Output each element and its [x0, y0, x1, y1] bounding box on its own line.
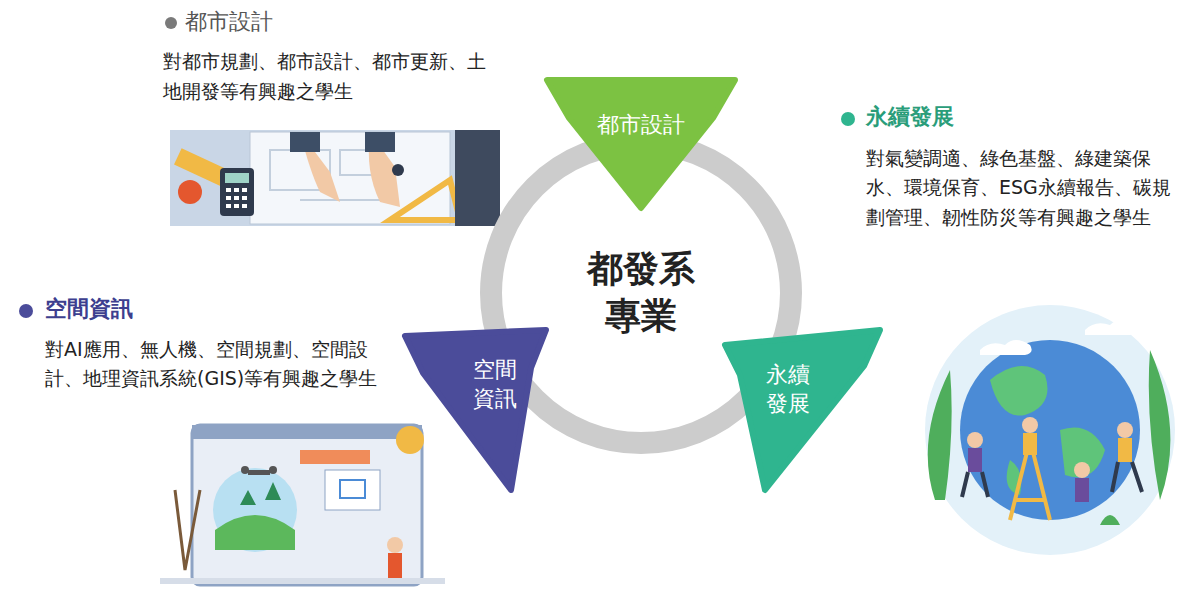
triangle-fill	[405, 330, 546, 490]
center-title: 都發系 專業	[576, 246, 706, 340]
drafting-illustration	[170, 130, 500, 226]
section-heading: 都市設計	[185, 8, 385, 37]
globe-illustration	[925, 305, 1175, 555]
bullet-dot	[19, 304, 33, 318]
section-description: 對氣變調適、綠色基盤、綠建築保水、環境保育、ESG永續報告、碳規劃管理、韌性防災…	[866, 144, 1184, 232]
section-heading: 永續發展	[866, 103, 1066, 132]
category-triangle: 都市設計	[543, 80, 739, 208]
section-heading: 空間資訊	[45, 295, 245, 324]
spatial-illustration	[160, 425, 445, 585]
section-description: 對AI應用、無人機、空間規劃、空間設計、地理資訊系統(GIS)等有興趣之學生	[45, 335, 390, 394]
section-description: 對都市規劃、都市設計、都市更新、土地開發等有興趣之學生	[163, 46, 498, 107]
bullet-dot	[841, 112, 855, 126]
category-label: 都市設計	[581, 111, 701, 140]
triangle-fill	[547, 80, 735, 208]
category-label: 永續 發展	[759, 361, 817, 418]
category-label: 空間 資訊	[466, 356, 524, 413]
bullet-dot	[165, 17, 177, 29]
category-triangle: 空間 資訊	[403, 328, 548, 493]
triangle-outline	[543, 80, 739, 208]
category-triangle: 永續 發展	[722, 328, 882, 493]
triangle-fill	[725, 330, 880, 490]
